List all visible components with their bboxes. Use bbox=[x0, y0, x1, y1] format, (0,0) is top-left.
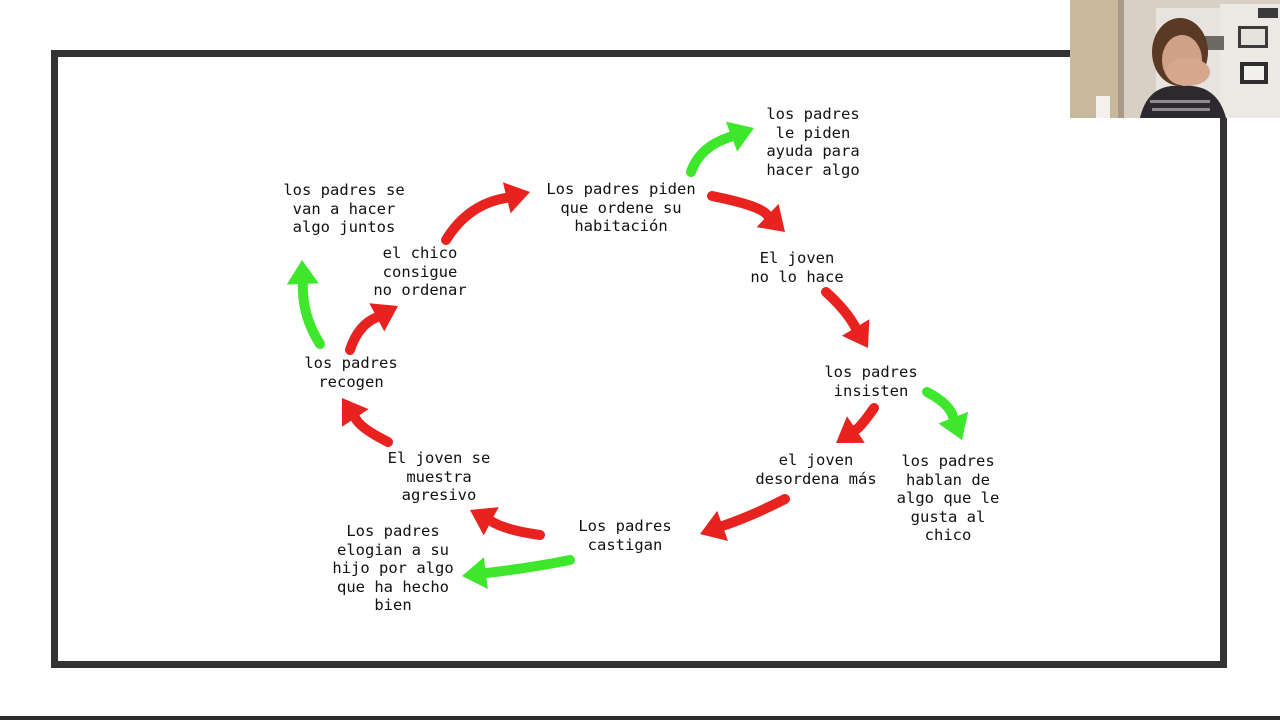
arrow-head bbox=[841, 319, 870, 348]
node-consigue: el chico consigue no ordenar bbox=[373, 244, 467, 299]
node-elogian: Los padres elogian a su hijo por algo qu… bbox=[332, 522, 454, 614]
bottom-bar bbox=[0, 716, 1280, 720]
arrow-head bbox=[462, 557, 488, 589]
arrow-shaft bbox=[480, 555, 575, 579]
arrow-shaft bbox=[686, 131, 737, 177]
arrow-castigan-to-elogian bbox=[462, 555, 575, 589]
node-pedir-ordenar: Los padres piden que ordene su habitació… bbox=[546, 180, 696, 235]
arrow-recogen-to-juntos bbox=[286, 260, 325, 349]
arrow-castigan-to-agresivo bbox=[470, 507, 545, 540]
slide-frame bbox=[51, 50, 1227, 668]
arrow-no-lo-hace-to-insisten bbox=[821, 287, 870, 348]
node-agresivo: El joven se muestra agresivo bbox=[387, 449, 491, 504]
arrow-shaft bbox=[297, 278, 325, 349]
arrow-head bbox=[836, 416, 865, 443]
node-juntos: los padres se van a hacer algo juntos bbox=[283, 181, 405, 236]
arrow-shaft bbox=[441, 192, 512, 245]
webcam-thumbnail bbox=[1070, 0, 1280, 118]
arrow-head bbox=[700, 510, 728, 541]
node-recogen: los padres recogen bbox=[304, 354, 398, 391]
node-insisten: los padres insisten bbox=[824, 363, 918, 400]
arrow-recogen-to-consigue bbox=[345, 303, 398, 355]
arrow-shaft bbox=[486, 516, 545, 540]
arrow-head bbox=[369, 303, 398, 332]
arrow-head bbox=[470, 507, 499, 536]
arrow-desordena-to-castigan bbox=[700, 494, 790, 541]
arrow-head bbox=[286, 260, 319, 285]
arrow-pedir-ordenar-to-pedir-ayuda bbox=[686, 121, 754, 177]
arrow-shaft bbox=[345, 312, 382, 355]
arrow-shaft bbox=[850, 403, 879, 435]
arrow-head bbox=[725, 121, 754, 152]
arrow-shaft bbox=[717, 494, 790, 531]
arrow-shaft bbox=[350, 412, 393, 447]
node-desordena: el joven desordena más bbox=[755, 451, 877, 488]
arrow-pedir-ordenar-to-no-lo-hace bbox=[707, 191, 785, 232]
node-no-lo-hace: El joven no lo hace bbox=[750, 249, 844, 286]
arrow-shaft bbox=[707, 191, 773, 221]
node-castigan: Los padres castigan bbox=[578, 517, 672, 554]
arrow-agresivo-to-recogen bbox=[342, 398, 393, 447]
arrow-consigue-to-pedir-ordenar bbox=[441, 182, 530, 245]
arrow-head bbox=[502, 182, 530, 214]
arrow-shaft bbox=[821, 287, 861, 333]
arrow-insisten-to-desordena bbox=[836, 403, 879, 443]
node-hablan-gusta: los padres hablan de algo que le gusta a… bbox=[896, 452, 1000, 544]
arrow-insisten-to-hablan-gusta bbox=[922, 387, 969, 440]
arrow-shaft bbox=[922, 387, 959, 423]
arrow-head bbox=[938, 411, 969, 440]
participant-video-icon bbox=[1070, 0, 1280, 118]
node-pedir-ayuda: los padres le piden ayuda para hacer alg… bbox=[766, 105, 860, 179]
arrow-head bbox=[342, 398, 369, 427]
arrow-head bbox=[756, 203, 785, 232]
